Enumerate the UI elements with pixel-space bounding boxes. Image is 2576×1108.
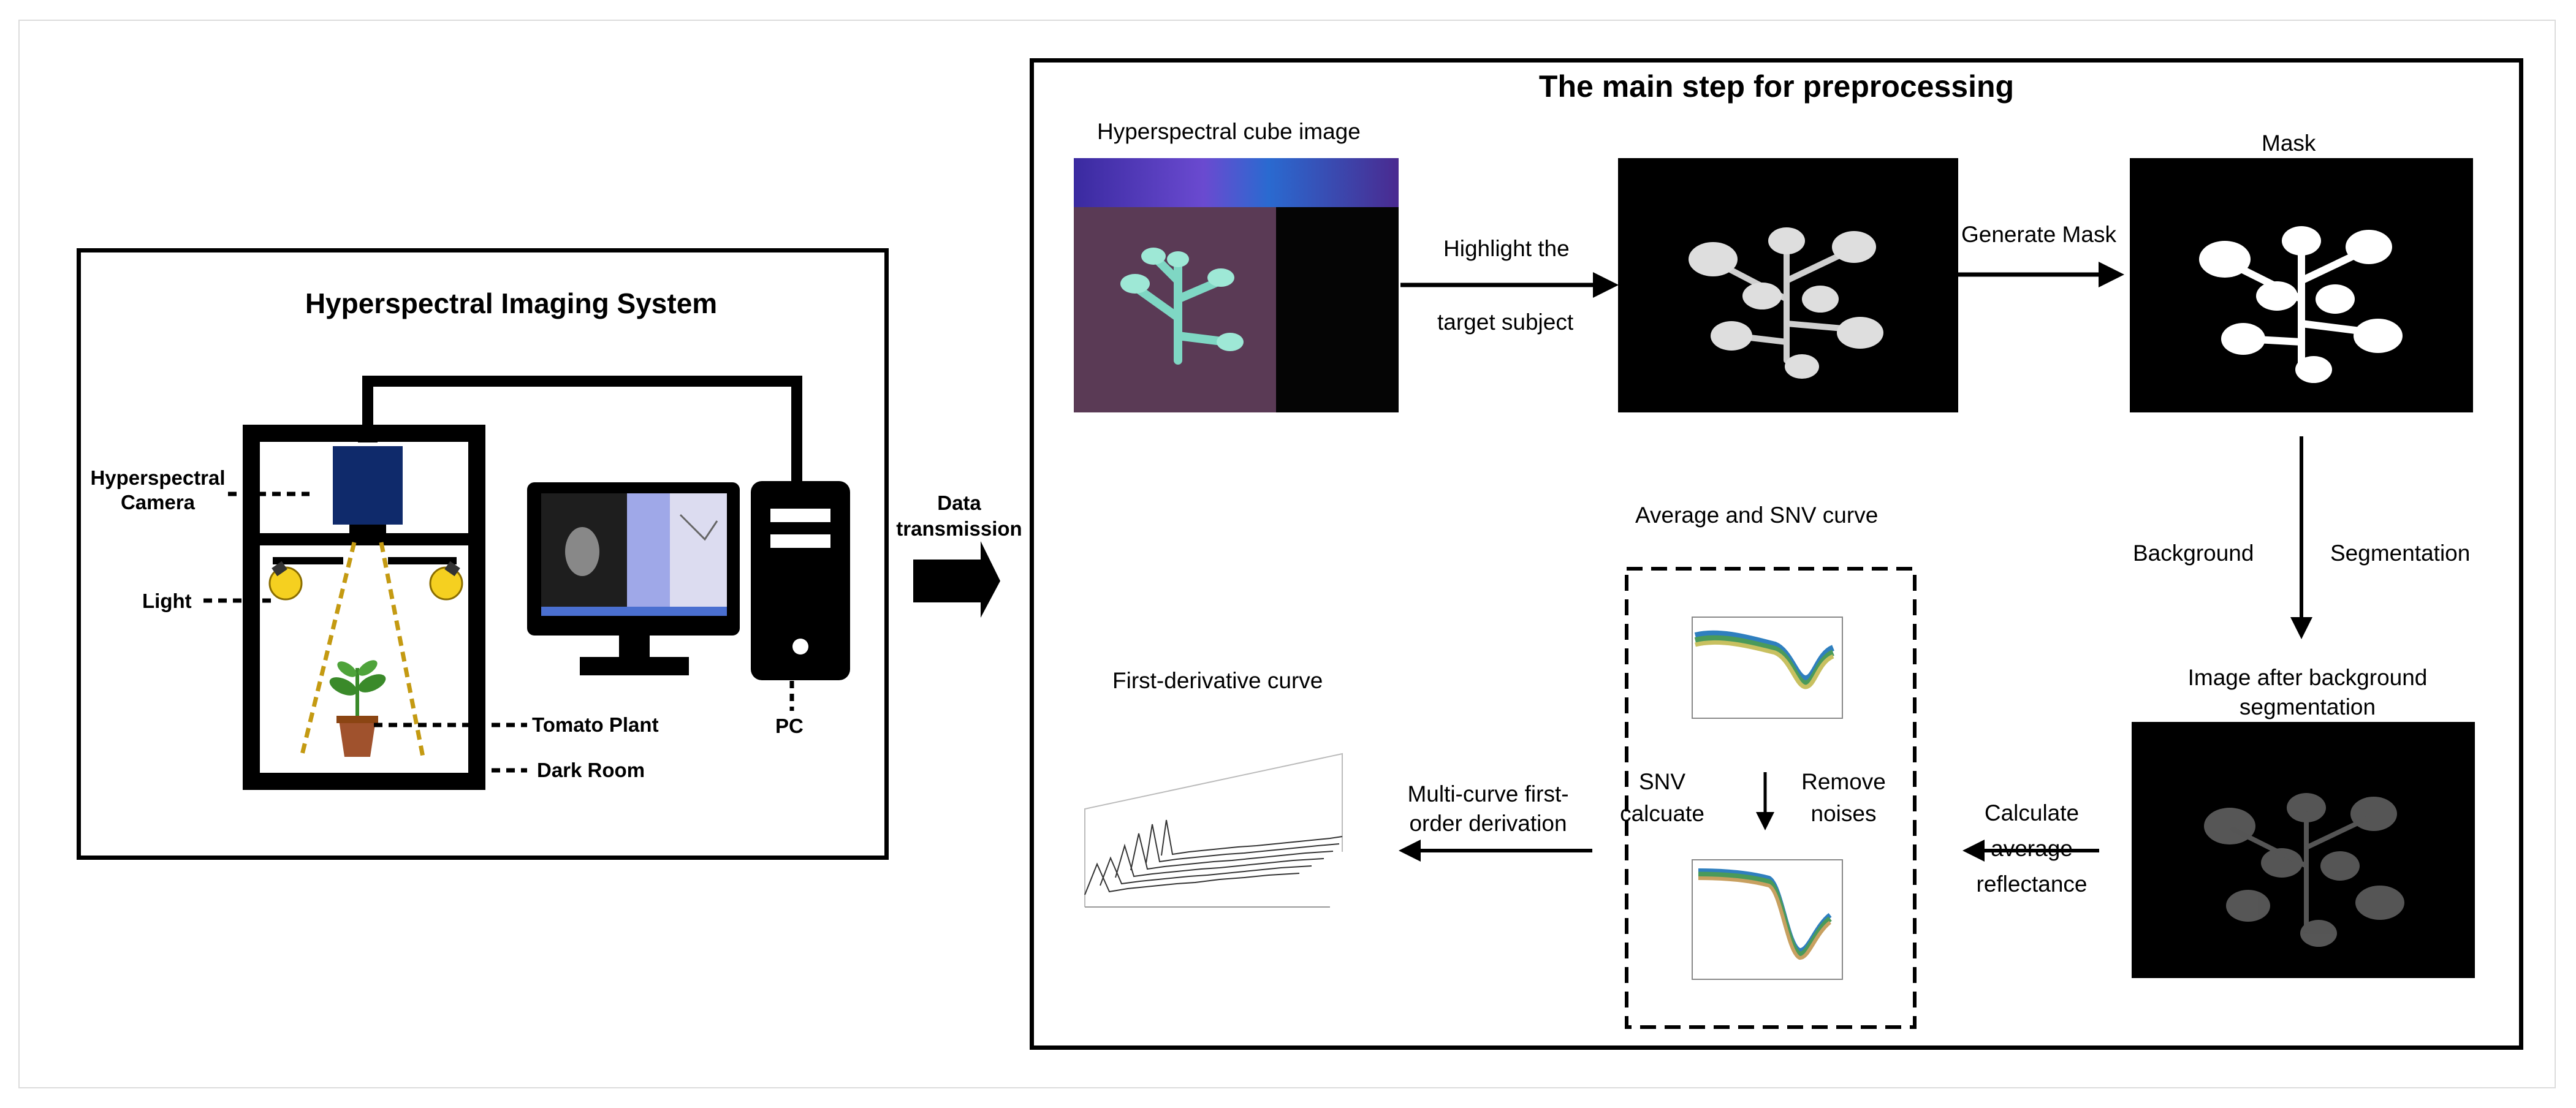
calculate-reflectance-label: Calculate average reflectance xyxy=(1976,800,2088,897)
camera-body xyxy=(333,446,403,525)
snv-curve-plot xyxy=(1683,854,1847,988)
dark-room-label: Dark Room xyxy=(537,759,645,781)
segmented-image xyxy=(2132,722,2475,978)
camera-lens xyxy=(349,525,386,539)
mask-label: Mask xyxy=(2262,131,2316,156)
avg-snv-label: Average and SNV curve xyxy=(1635,503,1879,528)
camera-label: Hyperspectral Camera xyxy=(90,466,226,514)
remove-noises-label: Remove noises xyxy=(1801,769,1886,826)
after-segmentation-label: Image after background segmentation xyxy=(2187,665,2428,719)
imaging-system-title: Hyperspectral Imaging System xyxy=(305,287,718,319)
beam-right xyxy=(379,542,425,757)
light-label: Light xyxy=(142,590,192,612)
generate-mask-label: Generate Mask xyxy=(1961,222,2116,247)
preprocessing-title: The main step for preprocessing xyxy=(1538,69,2015,104)
light-bulb-right-icon xyxy=(429,561,463,601)
imaging-system-panel xyxy=(77,248,889,860)
preprocessing-panel xyxy=(1030,58,2523,1050)
snv-dashed-box xyxy=(1625,567,1917,1029)
highlight-label-1: Highlight the xyxy=(1443,236,1570,261)
pc-tower xyxy=(751,481,850,680)
light-bulb-left-icon xyxy=(268,561,303,601)
tomato-plant-icon xyxy=(329,660,386,757)
camera-mount xyxy=(358,428,378,442)
data-transmission-label: Data transmission xyxy=(896,491,1022,540)
cube-label: Hyperspectral cube image xyxy=(1097,119,1361,144)
mask-image xyxy=(2130,158,2473,412)
average-curve-plot xyxy=(1683,611,1847,726)
data-cable xyxy=(362,376,802,484)
transfer-arrow-icon xyxy=(913,541,1000,618)
beam-left xyxy=(299,542,357,757)
tomato-plant-label: Tomato Plant xyxy=(532,713,659,736)
segmentation-label: Segmentation xyxy=(2330,541,2471,566)
snv-calculate-label: SNV calcuate xyxy=(1620,769,1704,826)
pc-label: PC xyxy=(775,715,804,737)
first-derivative-label: First-derivative curve xyxy=(1112,668,1323,693)
figure-frame xyxy=(18,20,2556,1088)
first-derivative-plot xyxy=(1073,742,1367,925)
background-label: Background xyxy=(2133,541,2254,566)
highlight-label-2: target subject xyxy=(1437,309,1574,335)
highlighted-target-image xyxy=(1618,158,1958,412)
hyperspectral-cube-image xyxy=(1074,158,1399,412)
multi-curve-derivation-label: Multi-curve first- order derivation xyxy=(1407,781,1569,836)
